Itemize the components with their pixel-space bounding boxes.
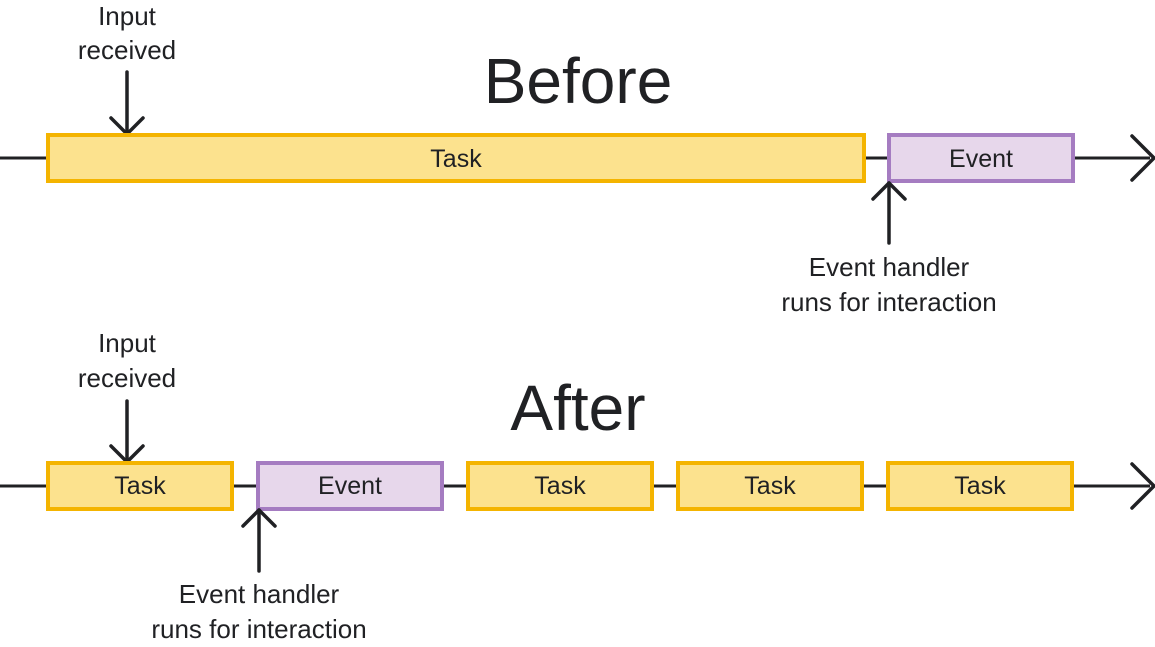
before-section: Input received Before Task Event Event h… bbox=[0, 1, 1155, 317]
before-handler-note-line2: runs for interaction bbox=[781, 287, 996, 317]
before-input-note-line1: Input bbox=[98, 1, 157, 31]
after-block-1-task bbox=[46, 461, 234, 511]
after-block-2-event bbox=[256, 461, 444, 511]
before-handler-note-line1: Event handler bbox=[809, 252, 970, 282]
after-block-5-task bbox=[886, 461, 1074, 511]
before-event-label: Event bbox=[949, 145, 1013, 173]
after-block-4-task bbox=[676, 461, 864, 511]
before-timeline-arrowhead-icon bbox=[1130, 134, 1155, 182]
after-input-arrow-icon bbox=[109, 399, 145, 464]
after-block-3-task bbox=[466, 461, 654, 511]
before-input-note-line2: received bbox=[78, 35, 176, 65]
after-block-5-label: Task bbox=[954, 472, 1006, 500]
after-input-note-line1: Input bbox=[98, 328, 157, 358]
after-block-3-label: Task bbox=[534, 472, 586, 500]
after-title: After bbox=[510, 372, 645, 444]
after-handler-arrow-icon bbox=[241, 508, 277, 573]
after-timeline-arrowhead-icon bbox=[1130, 462, 1155, 510]
after-block-2-label: Event bbox=[318, 472, 382, 500]
after-section: Input received After Task Event Task Tas… bbox=[0, 328, 1155, 644]
after-handler-note-line2: runs for interaction bbox=[151, 614, 366, 644]
before-event-block bbox=[887, 133, 1075, 183]
before-handler-arrow-icon bbox=[871, 181, 907, 245]
before-title: Before bbox=[484, 45, 673, 117]
after-block-4-label: Task bbox=[744, 472, 796, 500]
before-task-block bbox=[46, 133, 866, 183]
after-block-1-label: Task bbox=[114, 472, 166, 500]
after-input-note-line2: received bbox=[78, 363, 176, 393]
before-task-label: Task bbox=[430, 145, 482, 173]
before-input-arrow-icon bbox=[109, 70, 145, 136]
after-handler-note-line1: Event handler bbox=[179, 579, 340, 609]
